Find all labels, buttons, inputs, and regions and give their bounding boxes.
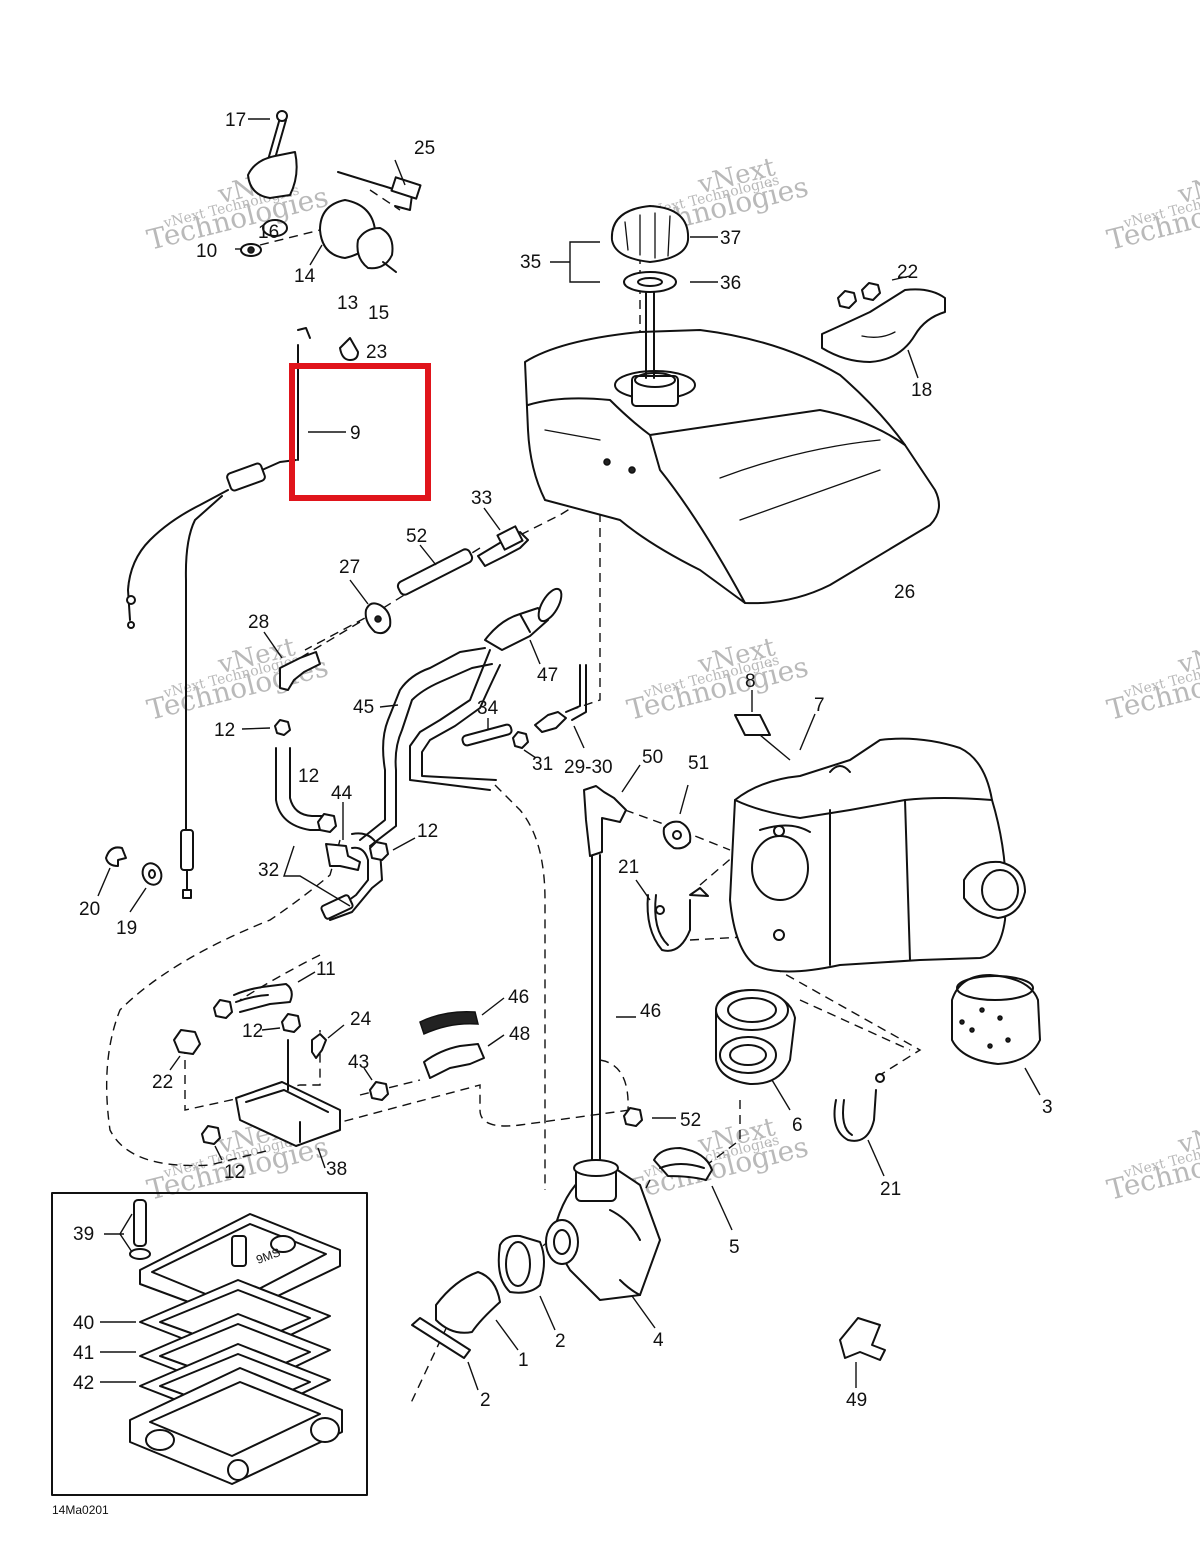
fuel-pump-assembly (169, 971, 505, 1169)
callout-14: 14 (294, 266, 316, 287)
callout-23: 23 (366, 342, 387, 363)
air-intake-silencer (635, 690, 1041, 1388)
callout-21: 21 (618, 857, 639, 878)
callout-36: 36 (720, 273, 741, 294)
fuel-pump-detail-inset: 9MS (51, 1192, 368, 1496)
callout-21: 21 (880, 1179, 901, 1200)
callout-12: 12 (242, 1021, 263, 1042)
callout-22: 22 (152, 1072, 173, 1093)
callout-17: 17 (225, 110, 246, 131)
callout-28: 28 (248, 612, 269, 633)
callout-35: 35 (520, 252, 541, 273)
callout-50: 50 (642, 747, 663, 768)
callout-25: 25 (414, 138, 435, 159)
callout-20: 20 (79, 899, 100, 920)
callout-12: 12 (298, 766, 319, 787)
callout-3: 3 (1042, 1097, 1053, 1118)
callout-labels: 1 2 2 3 4 5 6 7 8 9 10 11 12 12 12 12 12… (73, 110, 1053, 1411)
callout-33: 33 (471, 488, 492, 509)
callout-38: 38 (326, 1159, 347, 1180)
callout-29-30: 29-30 (564, 757, 613, 778)
highlight-box (289, 363, 431, 501)
carburetor-assembly (411, 764, 796, 1391)
callout-51: 51 (688, 753, 709, 774)
callout-52: 52 (406, 526, 427, 547)
callout-46: 46 (508, 987, 529, 1008)
callout-7: 7 (814, 695, 825, 716)
callout-19: 19 (116, 918, 137, 939)
callout-9: 9 (350, 423, 361, 444)
callout-27: 27 (339, 557, 360, 578)
callout-40: 40 (73, 1313, 94, 1334)
callout-18: 18 (911, 380, 932, 401)
callout-2: 2 (480, 1390, 491, 1411)
callout-37: 37 (720, 228, 741, 249)
callout-48: 48 (509, 1024, 530, 1045)
callout-12: 12 (214, 720, 235, 741)
callout-10: 10 (196, 241, 217, 262)
figure-reference-code: 14Ma0201 (52, 1503, 109, 1517)
callout-22: 22 (897, 262, 918, 283)
callout-12: 12 (417, 821, 438, 842)
callout-26: 26 (894, 582, 915, 603)
callout-44: 44 (331, 783, 353, 804)
callout-34: 34 (477, 698, 499, 719)
throttle-housing-assembly (235, 110, 422, 273)
tank-strap-bracket (821, 275, 946, 379)
callout-39: 39 (73, 1224, 94, 1245)
callout-2: 2 (555, 1331, 566, 1352)
callout-16: 16 (258, 222, 279, 243)
throttle-cable (126, 327, 359, 899)
callout-46: 46 (640, 1001, 661, 1022)
callout-24: 24 (350, 1009, 372, 1030)
primer-and-vent-hoses (241, 507, 587, 921)
fuel-tank (524, 329, 940, 605)
callout-52: 52 (680, 1110, 701, 1131)
callout-4: 4 (653, 1330, 664, 1351)
callout-47: 47 (537, 665, 558, 686)
callout-42: 42 (73, 1373, 94, 1394)
callout-43: 43 (348, 1052, 369, 1073)
callout-45: 45 (353, 697, 374, 718)
callout-32: 32 (258, 860, 279, 881)
callout-41: 41 (73, 1343, 94, 1364)
callout-5: 5 (729, 1237, 740, 1258)
callout-31: 31 (532, 754, 553, 775)
callout-1: 1 (518, 1350, 529, 1371)
callout-8: 8 (745, 671, 756, 692)
small-clips (97, 846, 163, 913)
callout-13: 13 (337, 293, 358, 314)
fuel-cap (550, 205, 718, 379)
callout-6: 6 (792, 1115, 803, 1136)
callout-11: 11 (316, 959, 336, 980)
callout-49: 49 (846, 1390, 867, 1411)
callout-15: 15 (368, 303, 389, 324)
callout-12: 12 (224, 1162, 245, 1183)
